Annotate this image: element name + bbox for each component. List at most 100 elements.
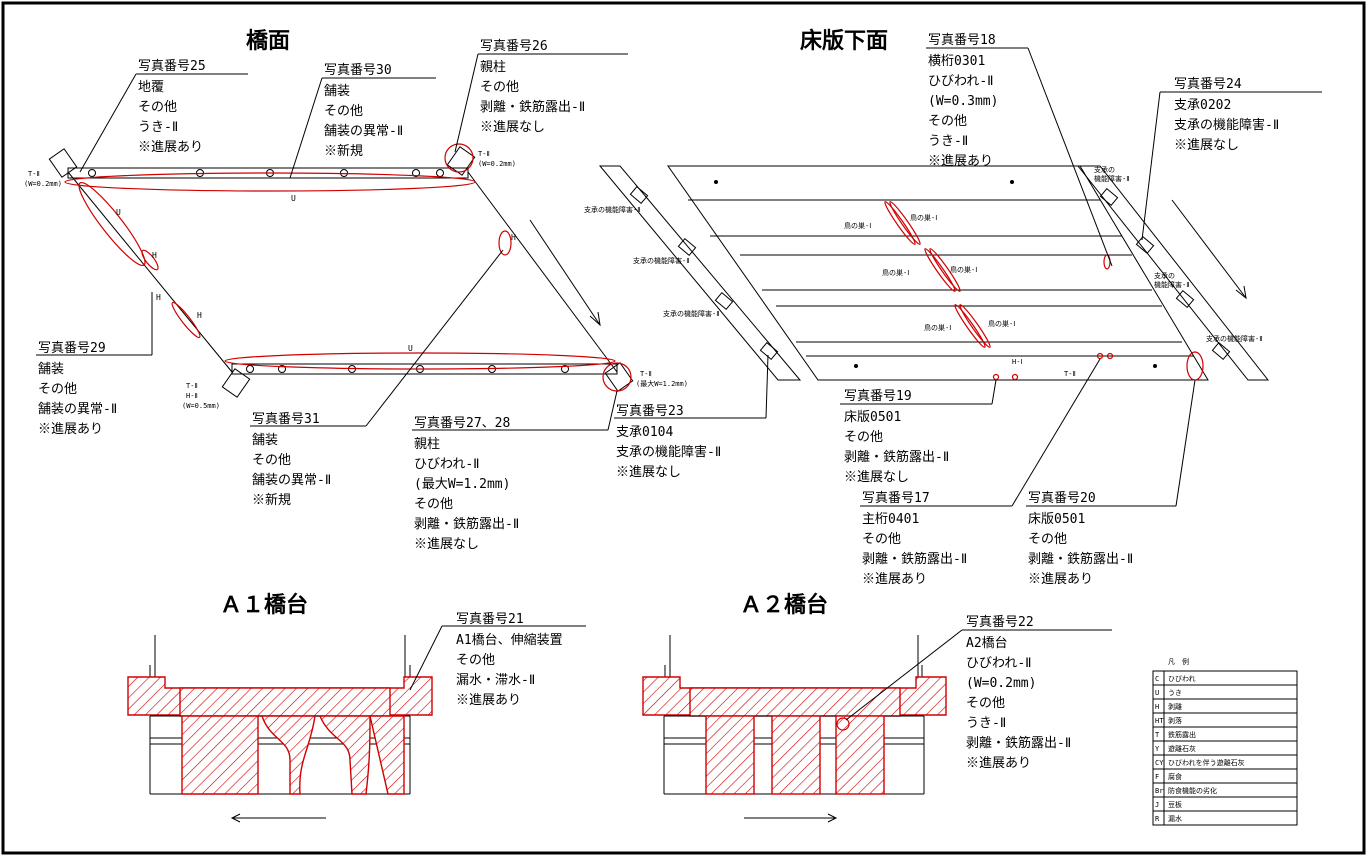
deck-mark-u-bottom: U [408,344,413,353]
legend-code: J [1155,801,1159,809]
photo-20-progress: ※進展あり [1028,572,1093,587]
deck-mark-h-1: H [152,251,157,260]
photo-30-type: その他 [324,104,363,119]
photo-21-type: その他 [456,653,495,668]
legend-title: 凡 例 [1168,657,1189,666]
photo-30-progress: ※新規 [324,143,363,159]
photo-17-type: その他 [862,532,901,547]
deck-mark-w-sw: (W=0.5mm) [182,402,220,410]
photo-19-no: 写真番号19 [844,389,912,404]
photo-20-no: 写真番号20 [1028,491,1096,506]
photo-17-no: 写真番号17 [862,491,930,506]
deck-mark-h-3: H [197,311,202,320]
legend-code: H [1155,703,1159,711]
photo-25-progress: ※進展あり [138,140,203,155]
photo-2728-no: 写真番号27、28 [414,416,510,431]
bearing-mark-4a: 支承の [1094,165,1115,174]
nest-mark-5: 鳥の巣-Ⅰ [924,323,951,332]
photo-18-type: その他 [928,114,967,129]
photo-31-no: 写真番号31 [252,412,320,427]
bearing-mark-2: 支承の機能障害-Ⅱ [633,256,690,265]
legend-code: T [1155,731,1160,739]
deck-mark-t2-ne: T-Ⅱ [478,150,490,158]
a2-abutment-title: Ａ２橋台 [740,592,828,618]
deck-title: 橋面 [246,29,290,54]
legend-code: U [1155,689,1159,697]
photo-2728-damage-2: 剥離・鉄筋露出-Ⅱ [414,516,519,532]
photo-21-no: 写真番号21 [456,612,524,627]
bearing-mark-6: 支承の機能障害-Ⅱ [1206,334,1263,343]
photo-20-damage: 剥離・鉄筋露出-Ⅱ [1028,551,1133,567]
photo-25-no: 写真番号25 [138,59,206,74]
bearing-mark-3: 支承の機能障害-Ⅱ [663,309,720,318]
legend-code: Y [1155,745,1160,753]
deck-mark-t2-sw: T-Ⅱ [186,382,198,390]
photo-18-width: (W=0.3mm) [928,94,998,109]
photo-20-member: 床版0501 [1028,512,1085,527]
photo-29-type: その他 [38,382,77,397]
photo-22-damage-2: うき-Ⅱ [966,716,1006,731]
photo-18-no: 写真番号18 [928,33,996,48]
legend-label: 遊離石灰 [1168,744,1196,753]
photo-29-member: 舗装 [38,362,64,377]
legend-label: 漏水 [1168,814,1182,823]
nest-mark-4: 鳥の巣-Ⅰ [950,265,977,274]
photo-22-damage-1: ひびわれ-Ⅱ [966,656,1032,671]
photo-17-member: 主桁0401 [862,512,919,527]
photo-20-type: その他 [1028,532,1067,547]
deck-mark-w-se: (最大W=1.2mm) [636,379,688,388]
photo-17-progress: ※進展あり [862,572,927,587]
bearing-mark-5b: 機能障害-Ⅱ [1154,280,1190,289]
photo-26-type: その他 [480,80,519,95]
photo-26-damage: 剥離・鉄筋露出-Ⅱ [480,99,585,115]
photo-30-member: 舗装 [324,84,350,99]
photo-2728-damage-1: ひびわれ-Ⅱ [414,457,480,472]
photo-30-damage: 舗装の異常-Ⅱ [324,124,403,139]
photo-22-width: (W=0.2mm) [966,676,1036,691]
deck-mark-t2-nw: T-Ⅱ [28,170,40,178]
legend-code: CY [1155,759,1164,767]
photo-21-member: A1橋台、伸縮装置 [456,632,563,648]
legend-label: 豆板 [1168,800,1182,809]
photo-18-damage-2: うき-Ⅱ [928,134,968,149]
a1-abutment-title: Ａ１橋台 [220,592,308,618]
deck-mark-w-ne: (W=0.2mm) [478,160,516,168]
underside-title: 床版下面 [800,28,888,54]
deck-mark-h-4: H [511,233,516,242]
legend-label: 防食機能の劣化 [1168,786,1217,795]
photo-26-progress: ※進展なし [480,120,545,135]
legend-code: Br [1155,787,1163,795]
legend-label: ひびわれを伴う遊離石灰 [1168,758,1245,767]
photo-29-damage: 舗装の異常-Ⅱ [38,402,117,417]
legend-label: 腐食 [1168,772,1182,781]
photo-2728-type: その他 [414,497,453,512]
legend-label: 鉄筋露出 [1168,730,1196,739]
photo-24-member: 支承0202 [1174,98,1231,113]
photo-25-member: 地覆 [138,80,164,95]
photo-17-damage: 剥離・鉄筋露出-Ⅱ [862,551,967,567]
photo-31-damage: 舗装の異常-Ⅱ [252,473,331,488]
deck-mark-h-2: H [156,293,161,302]
a2-abutment [642,629,1112,823]
photo-24-progress: ※進展なし [1174,138,1239,153]
photo-25-damage: うき-Ⅱ [138,120,178,135]
deck-underside-plan: 支承の機能障害-Ⅱ 支承の機能障害-Ⅱ 支承の機能障害-Ⅱ 支承の 機能障害-Ⅱ… [584,47,1322,507]
photo-22-member: A2橋台 [966,636,1008,651]
photo-31-member: 舗装 [252,433,278,448]
deck-mark-w-nw: (W=0.2mm) [24,180,62,188]
photo-23-progress: ※進展なし [616,465,681,480]
photo-25-type: その他 [138,100,177,115]
underside-mark-t2: T-Ⅱ [1064,370,1076,378]
photo-22-type: その他 [966,696,1005,711]
legend-label: 剥離 [1168,702,1182,711]
deck-mark-t2-se: T-Ⅱ [640,370,652,378]
photo-19-damage: 剥離・鉄筋露出-Ⅱ [844,449,949,465]
photo-23-no: 写真番号23 [616,404,684,419]
photo-22-progress: ※進展あり [966,756,1031,771]
photo-2728-member: 親柱 [414,437,440,452]
underside-mark-h1: H-Ⅰ [1012,358,1023,366]
photo-19-type: その他 [844,430,883,445]
